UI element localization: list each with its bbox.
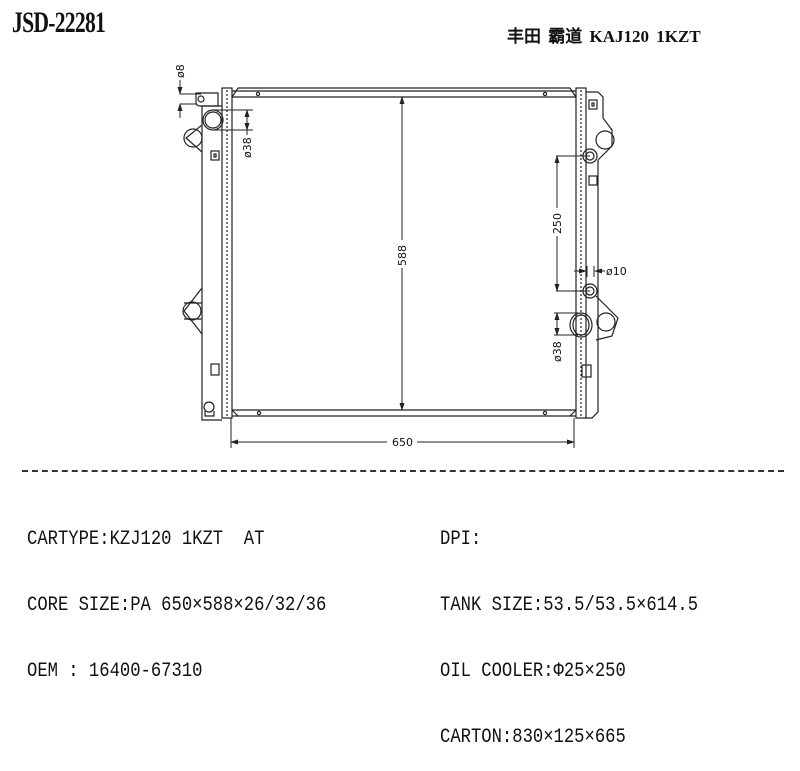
bottom-plate [231,409,577,417]
dim-o8 [177,80,201,118]
dim-o10 [574,266,605,277]
right-tank [569,87,619,419]
radiator-drawing: 588 650 250 ø8 ø38 ø10 ø38 [174,64,627,449]
spec-tank-size: TANK SIZE:53.5/53.5×614.5 [440,594,699,617]
spec-carton: CARTON:830×125×665 [440,726,626,749]
separator-dashed-line [22,470,784,472]
spec-dpi: DPI: [440,528,482,551]
spec-list-left: CARTYPE:KZJ120 1KZT AT CORE SIZE:PA 650×… [27,485,326,705]
dim-label-o38-outlet: ø38 [551,341,564,362]
spec-cartype: CARTYPE:KZJ120 1KZT AT [27,528,265,551]
top-plate [231,87,577,98]
part-number: JSD-22281 [12,6,106,39]
dim-label-o10: ø10 [606,265,627,278]
spec-oil-cooler: OIL COOLER:Φ25×250 [440,660,626,683]
model-title: 丰田 霸道 KAJ120 1KZT [507,27,701,46]
spec-list-right: DPI: TANK SIZE:53.5/53.5×614.5 OIL COOLE… [440,485,698,771]
dim-label-588: 588 [396,245,409,266]
left-tank [182,87,233,421]
dim-label-250: 250 [551,213,564,234]
dim-o38-inlet [213,109,253,135]
dim-o38-outlet [554,312,578,336]
dim-label-o8: ø8 [174,64,187,78]
spec-oem: OEM : 16400-67310 [27,660,203,683]
dim-label-o38-inlet: ø38 [241,137,254,158]
spec-core-size: CORE SIZE:PA 650×588×26/32/36 [27,594,327,617]
dim-label-650: 650 [392,436,413,449]
